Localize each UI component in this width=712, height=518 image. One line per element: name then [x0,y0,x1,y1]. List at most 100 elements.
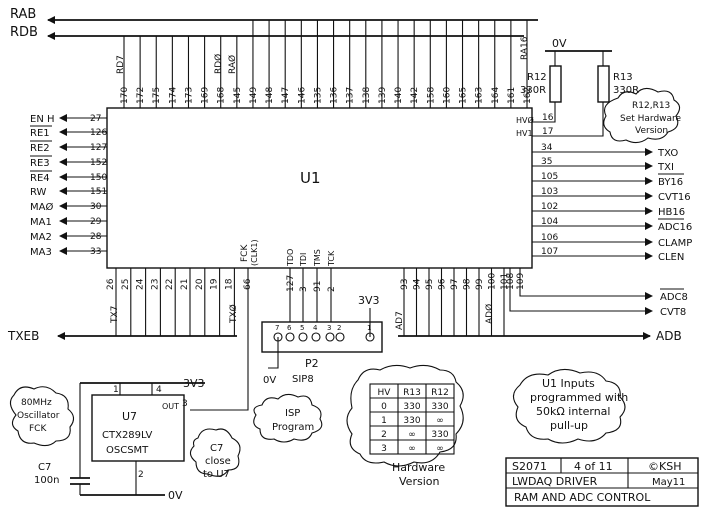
u7-pin2: 2 [138,470,144,480]
u7-pin3: 3 [182,399,188,409]
u7-pin4: 4 [156,385,162,395]
hv-table-cell: 330 [431,402,448,412]
fck-label: FCK [240,244,250,262]
cloud-u1-inputs [512,368,626,444]
fck-wire [190,268,249,411]
top-pin-number: 165 [459,87,469,104]
hv1-wire [532,102,604,137]
right-signal-name: TXO [657,148,678,159]
jtag-signal-name: TMS [313,249,322,267]
p2-connector [261,321,383,353]
cloud-hw-version [346,364,464,467]
hv-table-cell: ∞ [436,444,444,454]
left-signal-pin: 29 [90,217,102,227]
hv0-label: HVØ [516,115,534,125]
bus-label-rab: RAB [10,7,36,22]
c7-name: C7 [38,462,51,473]
p2-pin-number: 5 [300,324,304,332]
left-signal-pin: 27 [90,114,101,124]
right-signal-pin: 35 [541,157,552,167]
cloud-set-hw-line2: Set Hardware [620,114,682,124]
top-pin-number: 173 [184,87,194,104]
cloud-u1-line2: programmed with [530,391,628,404]
tb-sheet: 4 of 11 [574,460,613,473]
hv-table-cell: ∞ [408,444,416,454]
top-pin-number: 136 [330,87,340,104]
signal-ra16: RA16 [520,36,530,60]
cloud-isp-line1: ISP [285,408,300,419]
adb-ad7: AD7 [395,311,405,330]
adb-label: ADB [656,329,682,343]
adc-cvt-pin: 109 [516,273,526,290]
jtag-pin-number: 127 [286,275,296,292]
p2-pin-number: 7 [275,324,279,332]
left-signal-pin: 30 [90,202,102,212]
jtag-signal-name: TCK [327,250,336,267]
hv0-wire [532,102,556,123]
top-pin-number: 164 [491,87,501,104]
top-pin-number: 174 [168,87,178,104]
c7-value: 100n [34,475,59,486]
right-signal-name: HB16 [658,207,685,218]
right-signal-name: TXI [657,162,674,173]
right-signal-name: CLEN [658,252,684,263]
right-signal-name: CVT16 [658,192,691,203]
cloud-osc [9,386,75,447]
u1-chip [106,107,533,269]
hv1-label: HV1 [516,129,533,138]
top-pin-number: 162 [523,87,533,104]
tb-project: LWDAQ DRIVER [512,475,598,488]
cloud-set-hw-line3: Version [635,126,668,136]
bus-label-rdb: RDB [10,25,38,40]
hv-table-cell: 1 [381,416,387,426]
r12-label: R12 [527,72,547,83]
bottom-right-pin-number: 96 [438,278,448,290]
cloud-c7 [189,428,241,477]
p2-pin-number: 6 [287,324,292,332]
r12-body [549,65,562,103]
bottom-left-pin-number: 21 [180,279,190,290]
top-pin-number: 149 [249,87,259,104]
left-signal-name: RE2 [30,143,50,154]
u7-out: OUT [162,402,179,411]
r13-label: R13 [613,72,633,83]
adc-cvt-name: ADC8 [660,292,688,303]
p2-pin-number: 1 [367,324,371,332]
jtag-pin-number: 3 [299,286,309,292]
hv-table-header: R13 [403,388,421,398]
p2-pin [285,332,295,342]
adb-ad0: ADØ [484,304,495,324]
tb-copyright: ©KSH [648,460,681,473]
cloud-c7-line3: to U7 [203,469,230,480]
p2-pin [311,332,321,342]
p2-pin-number: 4 [313,324,318,332]
left-signal-pin: 127 [90,143,107,153]
left-signal-pin: 151 [90,187,107,197]
p2-3v3: 3V3 [358,294,380,307]
r13-value: 330R [613,85,639,96]
hv0-pin: 16 [542,113,554,123]
left-signal-name: RW [30,187,47,198]
top-pin-number: 135 [313,87,323,104]
u7-pkg: OSCSMT [106,445,149,456]
hv-table-cell: 330 [431,430,448,440]
cloud-set-hw-line1: R12,R13 [632,101,670,111]
top-pin-number: 137 [346,87,356,104]
signal-rd0: RDØ [213,54,224,74]
bottom-right-pin-number: 98 [463,278,473,290]
cloud-u1-line1: U1 Inputs [542,377,595,390]
bottom-left-pin-number: 24 [136,278,146,290]
right-signal-name: BY16 [658,177,683,188]
left-signal-name: RE3 [30,158,50,169]
hv-table-cell: 330 [403,416,420,426]
hv-table-cell: 3 [381,444,387,454]
top-pin-number: 142 [410,87,420,104]
bottom-right-pin-number: 95 [425,279,435,290]
right-signal-pin: 106 [541,233,558,243]
top-pin-number: 139 [378,87,388,104]
